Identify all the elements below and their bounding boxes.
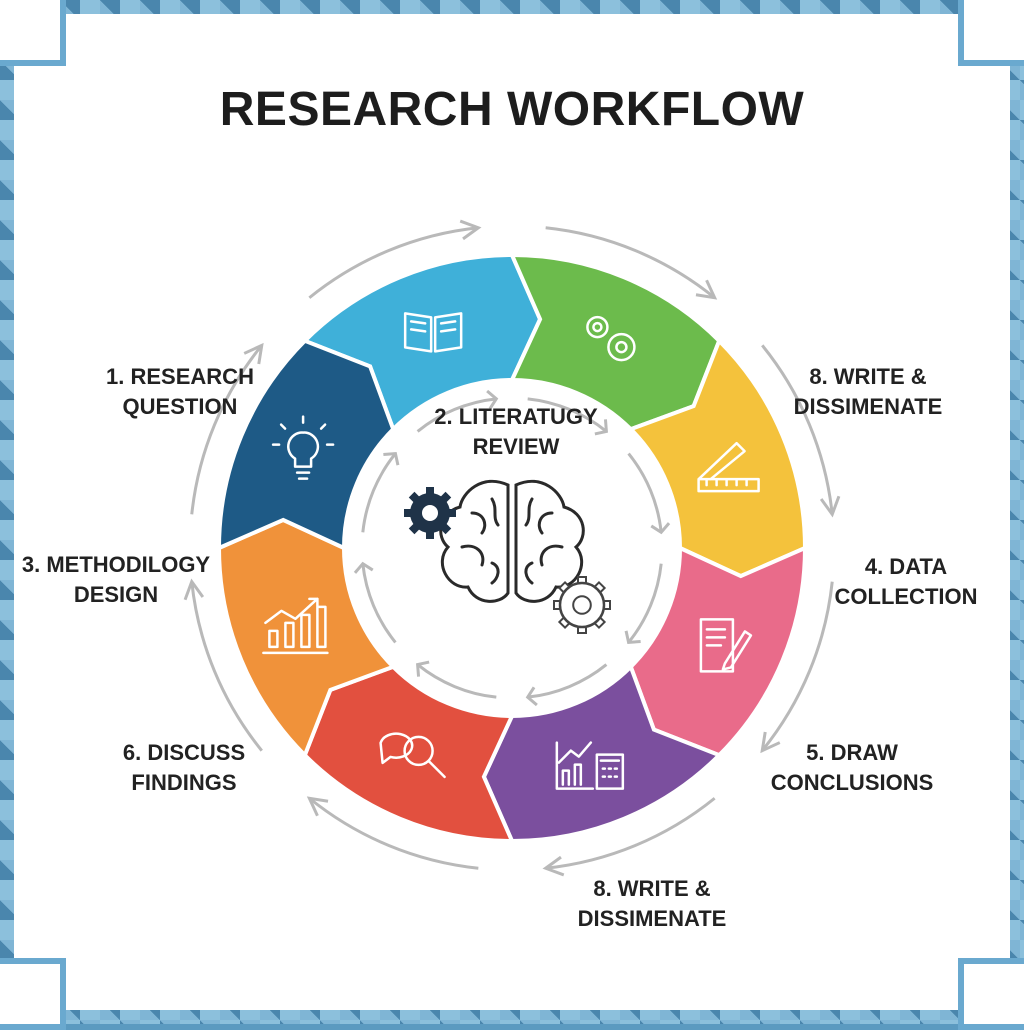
arrowhead	[243, 342, 264, 365]
page-title: RESEARCH WORKFLOW	[219, 83, 805, 136]
cycle-arrow	[416, 663, 497, 699]
label-draw-conclusions: 5. DRAW CONCLUSIONS	[771, 738, 934, 798]
arrowhead	[306, 796, 329, 817]
gears-icon	[586, 315, 636, 362]
label-line: FINDINGS	[131, 770, 237, 795]
cycle-arrow	[545, 797, 716, 870]
label-line: 5. DRAW	[806, 740, 898, 765]
lightbulb-icon	[271, 415, 335, 480]
arrowhead	[459, 219, 482, 241]
label-line: 4. DATA	[864, 554, 948, 579]
label-line: DISSIMENATE	[577, 906, 727, 931]
cycle-arrow	[527, 663, 608, 699]
label-data-collection: 4. DATA COLLECTION	[835, 552, 978, 612]
arrowhead	[353, 561, 374, 574]
arrowhead	[542, 855, 565, 877]
cycle-arrow	[627, 563, 663, 644]
cycle-arrow	[416, 397, 497, 433]
label-line: 6. DISCUSS	[122, 740, 246, 765]
label-research-question: 1. RESEARCH QUESTION	[106, 362, 254, 422]
label-write-dissimenate-bottom: 8. WRITE & DISSIMENATE	[578, 874, 727, 934]
label-discuss-findings: 6. DISCUSS FINDINGS	[123, 738, 245, 798]
cycle-arrow	[527, 397, 608, 433]
label-write-dissimenate-top: 8. WRITE & DISSIMENATE	[794, 362, 943, 422]
brain-gears-icon	[404, 479, 611, 634]
label-line: 1. RESEARCH	[106, 364, 254, 389]
label-line: CONCLUSIONS	[770, 770, 934, 795]
label-line: 3. METHODILOGY	[21, 552, 211, 577]
label-line: 2. LITERATUGY	[434, 404, 598, 429]
arrowhead	[695, 279, 718, 300]
cycle-arrow	[361, 563, 397, 644]
arrowhead	[486, 389, 499, 410]
cycle-arrow	[308, 797, 479, 870]
arrowhead	[525, 686, 538, 707]
label-line: DISSIMENATE	[793, 394, 943, 419]
segment-research-question	[216, 338, 396, 552]
gear-icon	[553, 576, 611, 634]
label-line: QUESTION	[122, 394, 238, 419]
arrowhead	[594, 419, 608, 436]
label-literature-review: 2. LITERATUGY REVIEW	[434, 402, 597, 462]
gear-icon	[404, 487, 456, 539]
segment-write	[628, 544, 808, 758]
corner-decoration	[958, 0, 1024, 66]
label-line: 8. WRITE &	[593, 876, 711, 901]
book-icon	[403, 312, 463, 353]
arrowhead	[416, 660, 430, 677]
panel	[14, 14, 1010, 1010]
cycle-arrow	[545, 226, 716, 299]
arrowhead	[624, 630, 641, 644]
ruler-icon	[697, 441, 760, 493]
label-methodology-design: 3. METHODILOGY DESIGN	[22, 550, 210, 610]
arrowhead	[819, 495, 841, 518]
corner-decoration	[958, 958, 1024, 1030]
arrowhead	[183, 578, 205, 601]
cycle-arrow	[361, 452, 397, 533]
bar-chart-icon	[262, 597, 329, 655]
cycle-arrow	[761, 581, 834, 752]
label-line: REVIEW	[472, 434, 560, 459]
chat-search-icon	[379, 732, 446, 779]
label-line: DESIGN	[73, 582, 159, 607]
arrowhead	[650, 522, 671, 535]
cycle-arrow	[190, 344, 263, 515]
chart-calculator-icon	[555, 741, 625, 790]
label-line: COLLECTION	[834, 584, 978, 609]
arrowhead	[760, 731, 781, 754]
arrowhead	[383, 452, 400, 466]
corner-decoration	[0, 958, 66, 1030]
corner-decoration	[0, 0, 66, 66]
cycle-arrow	[627, 452, 663, 533]
cycle-arrow	[308, 226, 479, 299]
cycle-arrow	[761, 344, 834, 515]
label-line: 8. WRITE &	[809, 364, 927, 389]
cycle-arrow	[190, 581, 263, 752]
document-pen-icon	[699, 618, 753, 673]
